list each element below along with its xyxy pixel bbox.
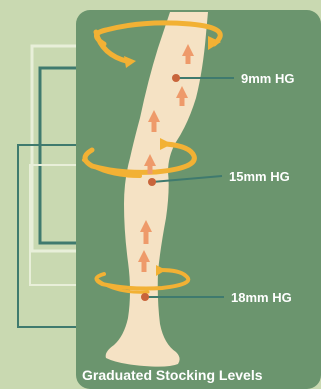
outline-frame-inner <box>30 165 84 285</box>
diagram-caption: Graduated Stocking Levels <box>82 367 263 383</box>
pressure-label: 9mm HG <box>241 71 294 86</box>
pressure-dot-icon <box>141 293 149 301</box>
pressure-dot-icon <box>148 178 156 186</box>
pressure-label: 18mm HG <box>231 290 292 305</box>
outline-frame-mid <box>40 68 82 243</box>
pressure-dot-icon <box>172 74 180 82</box>
pressure-label: 15mm HG <box>229 169 290 184</box>
